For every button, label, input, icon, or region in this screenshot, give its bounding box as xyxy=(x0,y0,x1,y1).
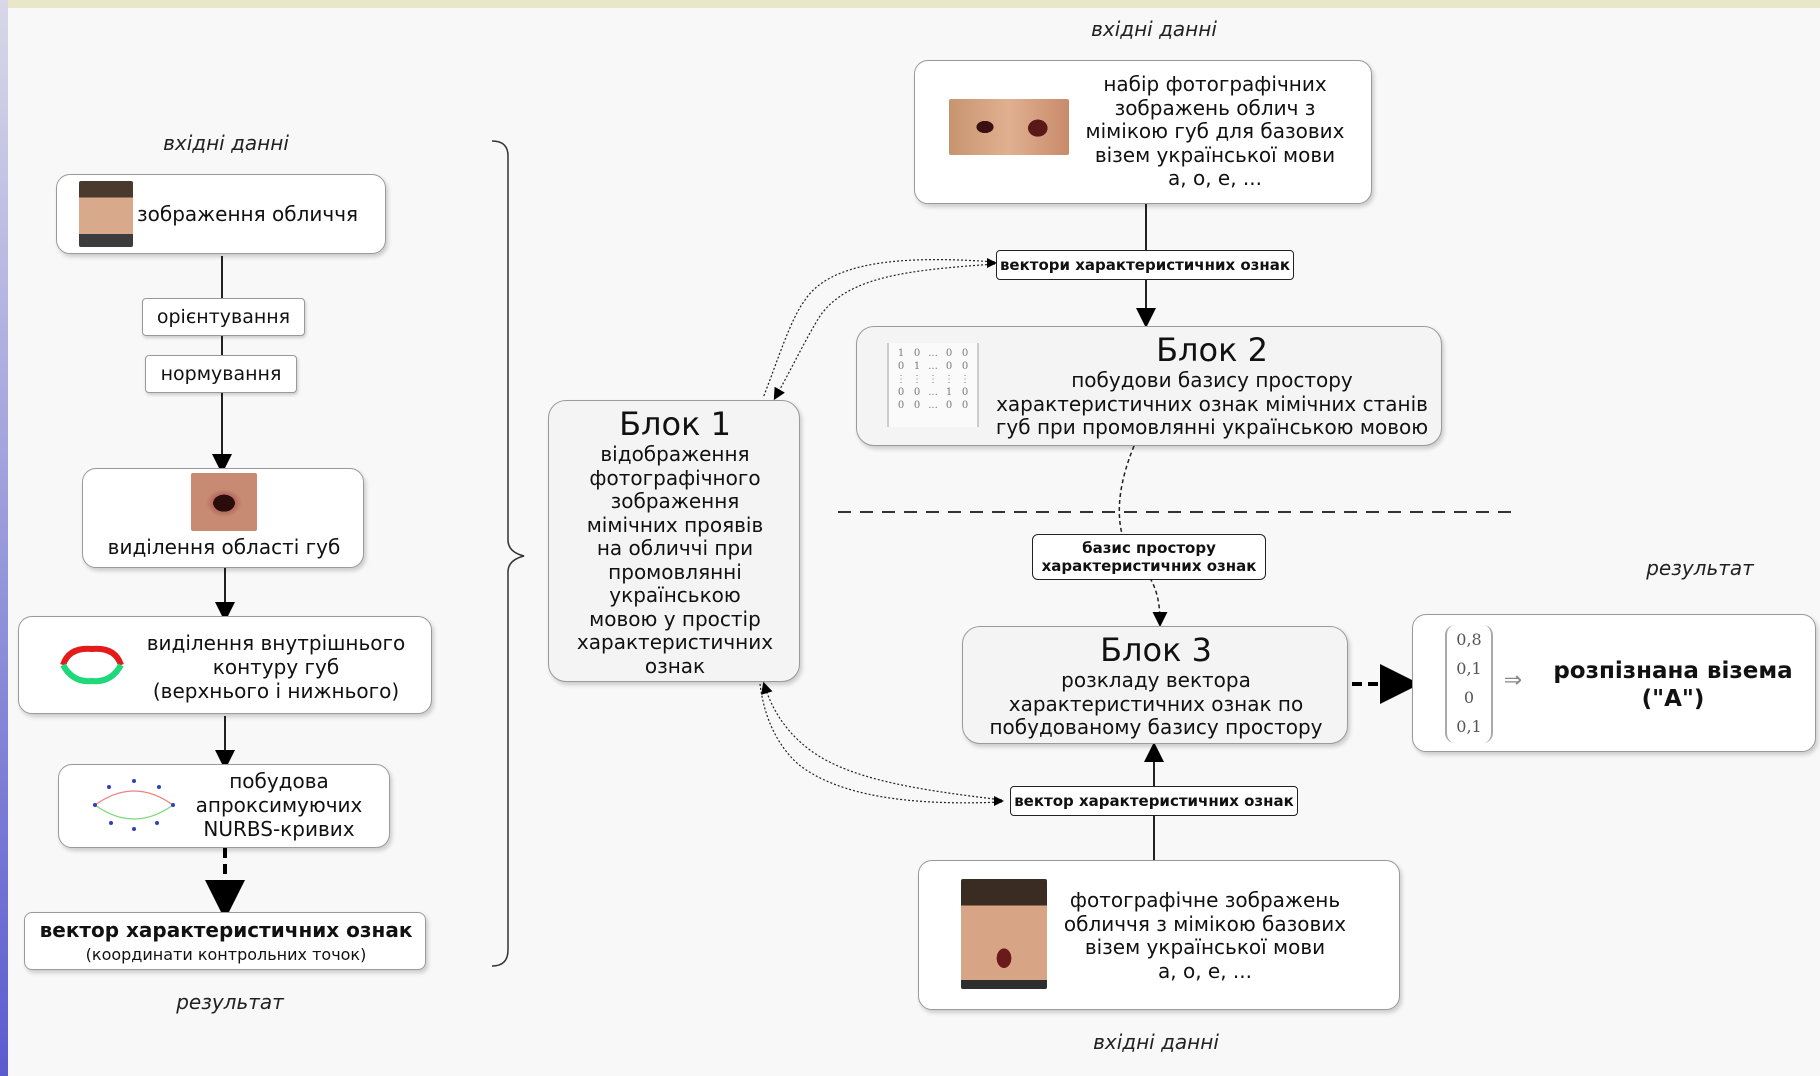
block1-line-10: ознак xyxy=(644,653,706,678)
photos-line-2: зображень облич з xyxy=(1114,95,1316,120)
block1-line-2: фотографічного xyxy=(589,465,761,490)
block3-line-1: розкладу вектора xyxy=(1061,668,1251,692)
dotted-link-vector-to-block1-b xyxy=(759,683,1003,804)
block1-line-1: відображення xyxy=(600,442,750,466)
left-input-label: вхідні данні xyxy=(163,131,289,155)
block1-line-8: мовою у простір xyxy=(589,606,761,631)
contour-line-2: контуру губ xyxy=(212,655,340,679)
block1-line-9: характеристичних xyxy=(576,630,774,654)
block2-line-1: побудови базису простору xyxy=(1071,368,1353,392)
block3-line-3: побудованому базису простору xyxy=(989,715,1323,739)
block3-line-2: характеристичних ознак по xyxy=(1008,691,1304,716)
block1-line-4: мімічних проявів xyxy=(586,512,764,537)
feature-vector-result-box[interactable]: вектор характеристичних ознак (координат… xyxy=(24,912,426,970)
basis-tag[interactable]: базис простору характеристичних ознак xyxy=(1032,534,1266,580)
result-line-2: ("А") xyxy=(1641,686,1705,712)
block1-line-6: промовлянні xyxy=(608,559,742,584)
lips-region-box[interactable]: виділення області губ xyxy=(82,468,364,568)
lips-photo-icon xyxy=(191,473,257,531)
nurbs-line-2: апроксимуючих xyxy=(195,793,363,817)
result-label: результат xyxy=(1646,556,1754,580)
coef-3: 0 xyxy=(1463,688,1475,707)
face-photo-icon xyxy=(79,181,133,247)
dotted-link-vectors-to-block1 xyxy=(762,259,996,399)
lip-contour-icon xyxy=(60,645,124,685)
bottom-input-label: вхідні данні xyxy=(1093,1030,1219,1054)
implies-arrow: ⇒ xyxy=(1503,668,1523,693)
grouping-brace xyxy=(491,140,525,967)
photos-line-3: мімікою губ для базових xyxy=(1085,119,1345,143)
face-box-label: зображення обличчя xyxy=(137,202,359,226)
block3[interactable]: Блок 3 розкладу вектора характеристичних… xyxy=(962,626,1348,744)
photos-line-5: а, о, е, ... xyxy=(1167,166,1262,190)
contour-line-1: виділення внутрішнього xyxy=(146,631,406,655)
block2-line-2: характеристичних ознак мімічних станів xyxy=(996,391,1428,416)
coef-1: 0,8 xyxy=(1456,630,1482,649)
step-orientation[interactable]: орієнтування xyxy=(142,298,305,336)
dotted-link-basis-to-block3 xyxy=(1149,577,1168,627)
photos-line-1: набір фотографічних xyxy=(1103,72,1327,96)
result-line-1: розпізнана візема xyxy=(1553,658,1793,684)
coef-4: 0,1 xyxy=(1456,717,1482,736)
block2-title: Блок 2 xyxy=(1156,331,1268,369)
block3-title: Блок 3 xyxy=(1100,631,1212,669)
recognized-viseme-box[interactable]: 0,8 0,1 0 0,1 ⇒ розпізнана візема ("А") xyxy=(1412,614,1816,752)
nurbs-box[interactable]: побудова апроксимуючих NURBS-кривих xyxy=(58,764,390,848)
basis-tag-line-1: базис простору xyxy=(1082,539,1216,557)
step-normalization[interactable]: нормування xyxy=(145,355,297,393)
top-input-label: вхідні данні xyxy=(1091,17,1217,41)
vector-subtitle: (координати контрольних точок) xyxy=(85,945,367,964)
block1-line-7: українською xyxy=(609,583,741,607)
lips-collage-icon xyxy=(949,99,1069,155)
nurbs-line-1: побудова xyxy=(229,769,329,793)
vector-title: вектор характеристичних ознак xyxy=(39,918,413,942)
feature-vector-tag[interactable]: вектор характеристичних ознак xyxy=(1010,786,1298,816)
block2-line-3: губ при промовлянні українською мовою xyxy=(995,415,1429,439)
dotted-link-vectors-to-block1-b xyxy=(773,263,996,401)
dotted-link-vector-to-block1 xyxy=(761,681,1003,801)
block1[interactable]: Блок 1 відображення фотографічного зобра… xyxy=(548,400,800,682)
coefficient-vector: 0,8 0,1 0 0,1 xyxy=(1445,625,1493,743)
feature-vectors-tag[interactable]: вектори характеристичних ознак xyxy=(996,250,1294,280)
block1-line-3: зображення xyxy=(610,489,740,513)
face-image-box[interactable]: зображення обличчя xyxy=(56,174,386,254)
nurbs-line-3: NURBS-кривих xyxy=(203,817,355,841)
test-photo-line-1: фотографічне зображень xyxy=(1069,888,1341,912)
basis-tag-line-2: характеристичних ознак xyxy=(1041,557,1257,575)
window-edge-accent xyxy=(0,0,8,1076)
test-photo-line-2: обличчя з мімікою базових xyxy=(1063,911,1347,936)
photos-line-4: візем української мови xyxy=(1094,142,1336,167)
test-face-photo-icon xyxy=(961,879,1047,989)
block1-title: Блок 1 xyxy=(619,405,731,443)
contour-line-3: (верхнього і нижнього) xyxy=(152,679,400,703)
dotted-link-block2-to-basis xyxy=(1118,445,1135,535)
test-photo-box[interactable]: фотографічне зображень обличчя з мімікою… xyxy=(918,860,1400,1010)
block1-line-5: на обличчі при xyxy=(596,536,754,560)
test-photo-line-4: а, о, е, ... xyxy=(1157,958,1252,983)
inner-contour-box[interactable]: виділення внутрішнього контуру губ (верх… xyxy=(18,616,432,714)
nurbs-curves-icon xyxy=(93,779,175,831)
base-photos-box[interactable]: набір фотографічних зображень облич з мі… xyxy=(914,60,1372,204)
coef-2: 0,1 xyxy=(1456,659,1482,678)
test-photo-line-3: візем української мови xyxy=(1084,935,1326,959)
lips-box-label: виділення області губ xyxy=(107,535,341,559)
left-result-label: результат xyxy=(176,990,284,1014)
